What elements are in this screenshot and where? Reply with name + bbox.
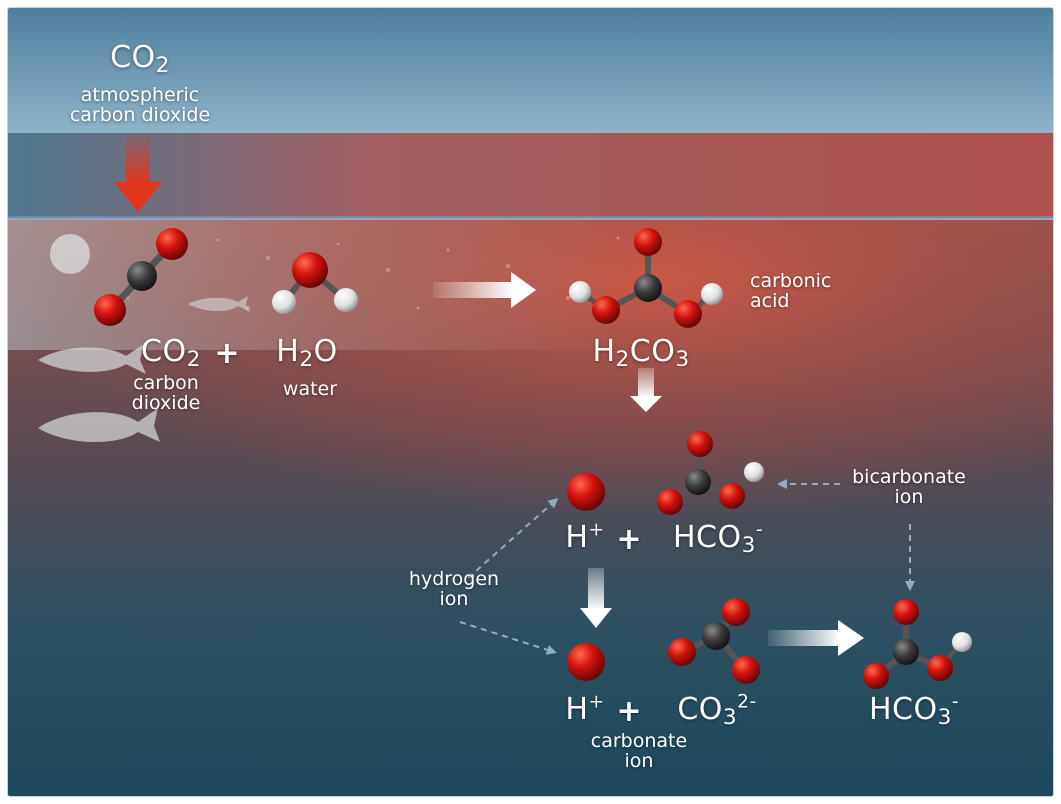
pointer-hydrogen-upper xyxy=(467,498,559,579)
h-ion-formula-upper: H+ xyxy=(565,519,605,555)
dashed-pointers xyxy=(459,479,915,655)
arrow-dissociation-2 xyxy=(580,568,612,628)
sky xyxy=(8,8,1053,133)
plus-sign-dissociation-1: + xyxy=(616,522,642,557)
ocean-acidification-scene xyxy=(8,8,1053,796)
h2o-molecule xyxy=(272,252,358,314)
hco3-molecule-product xyxy=(863,599,972,689)
coccolith xyxy=(50,234,90,274)
arrow-to-bicarbonate xyxy=(768,620,864,656)
h2co3-molecule xyxy=(569,228,723,328)
h-ion-formula-lower: H+ xyxy=(565,691,605,727)
hydrogen-ion-lower xyxy=(567,643,605,681)
hco3-molecule-upper xyxy=(657,431,764,515)
hco3-formula-upper: HCO3- xyxy=(672,519,764,558)
hco3-formula-product: HCO3- xyxy=(868,691,960,730)
atmospheric-co2-formula: CO2 xyxy=(110,40,170,78)
fish-silhouettes xyxy=(38,296,250,443)
absorption-arrow xyxy=(114,136,162,212)
waterline xyxy=(8,216,1053,220)
h2o-formula: H2O xyxy=(276,334,338,372)
co2-molecule xyxy=(94,228,188,326)
plus-sign-reactants: + xyxy=(214,336,240,371)
arrow-dissociation-1 xyxy=(630,368,662,412)
h2o-label: water xyxy=(282,378,338,400)
co3-formula: CO32- xyxy=(677,691,757,730)
sea-surface xyxy=(8,133,1053,218)
co2-formula: CO2 xyxy=(141,334,201,372)
co3-molecule xyxy=(668,598,760,684)
pointer-hydrogen-lower xyxy=(459,621,557,655)
plus-sign-dissociation-2: + xyxy=(616,694,642,729)
arrow-to-carbonic-acid xyxy=(433,272,536,308)
h2co3-formula: H2CO3 xyxy=(592,334,690,372)
hydrogen-ion-upper xyxy=(567,473,605,511)
